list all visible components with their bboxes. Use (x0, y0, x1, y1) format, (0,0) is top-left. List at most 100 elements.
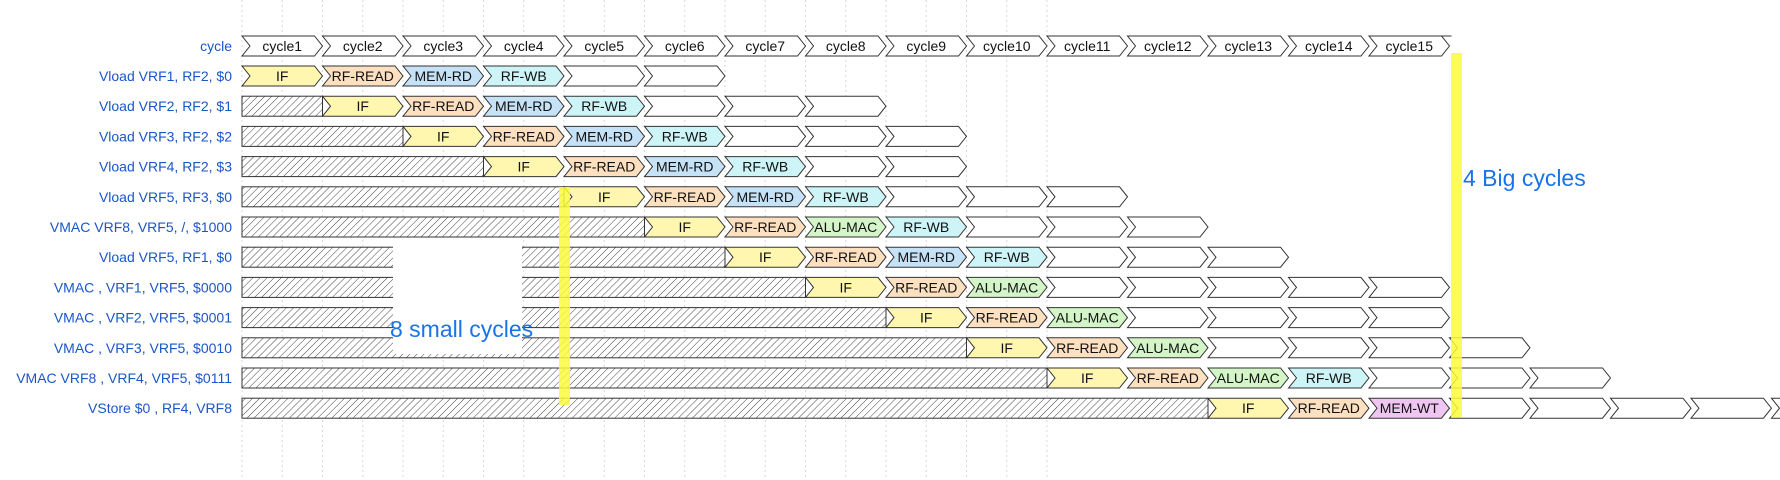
stall-hatch (241, 337, 967, 359)
cycle-header-text: cycle6 (665, 38, 705, 54)
stage-cell (1045, 367, 1129, 389)
cycle-header-cell (240, 35, 324, 57)
stage-cell (482, 125, 565, 147)
stage-cell (240, 65, 324, 87)
empty-cell (643, 95, 726, 117)
stage-label: RF-READ (493, 128, 555, 144)
empty-cell (1287, 337, 1370, 359)
empty-cell (804, 156, 887, 178)
stage-label: RF-WB (501, 68, 547, 84)
empty-cell (1126, 276, 1209, 298)
stage-label: MEM-RD (656, 159, 714, 175)
cycle-header-cell (884, 35, 968, 57)
stage-cell (884, 216, 968, 238)
stage-label: RF-READ (734, 219, 796, 235)
cycle-header-cell (1045, 35, 1129, 57)
stage-label: ALU-MAC (1136, 340, 1199, 356)
stage-cell (562, 125, 646, 147)
stage-cell (723, 216, 807, 238)
cycle-header-text: cycle11 (1064, 38, 1111, 54)
stage-label: RF-WB (903, 219, 949, 235)
empty-cell (1770, 397, 1780, 419)
empty-cell (1367, 367, 1451, 389)
stage-label: RF-READ (412, 98, 474, 114)
big-cycles-annotation: 4 Big cycles (1463, 165, 1586, 191)
cycle-header-cell (804, 35, 887, 57)
stage-label: RF-READ (1298, 400, 1360, 416)
empty-cell (1045, 246, 1129, 268)
stage-label: ALU-MAC (1217, 370, 1280, 386)
stage-cell (804, 216, 887, 238)
stage-cell (562, 186, 646, 208)
cycle-header-cell (562, 35, 646, 57)
cycle-header-text: cycle10 (983, 38, 1031, 54)
stage-cell (723, 156, 807, 178)
instruction-label: Vload VRF1, RF2, $0 (99, 68, 232, 84)
stage-label: IF (357, 98, 369, 114)
empty-cell (1528, 397, 1612, 419)
empty-cell (1206, 276, 1290, 298)
stage-cell (1206, 397, 1290, 419)
empty-cell (1126, 246, 1209, 268)
stage-cell (723, 246, 807, 268)
stage-label: IF (1081, 370, 1093, 386)
stage-label: RF-WB (823, 189, 869, 205)
cycle-header-cell (401, 35, 485, 57)
instruction-label: Vload VRF3, RF2, $2 (99, 128, 232, 144)
stage-cell (482, 65, 565, 87)
stage-cell (884, 246, 968, 268)
stage-cell (321, 65, 404, 87)
stage-cell (643, 156, 726, 178)
stage-cell (401, 95, 485, 117)
cycle-header-label: cycle (200, 38, 232, 54)
empty-cell (1206, 246, 1290, 268)
cycle-header-text: cycle8 (826, 38, 866, 54)
stage-label: MEM-WT (1380, 400, 1440, 416)
empty-cell (1367, 307, 1451, 329)
empty-cell (1045, 216, 1129, 238)
cycle-header-text: cycle9 (906, 38, 946, 54)
stage-label: RF-READ (815, 249, 877, 265)
empty-cell (1045, 276, 1129, 298)
stage-cell (1126, 367, 1209, 389)
empty-cell (804, 125, 887, 147)
empty-cell (1206, 337, 1290, 359)
empty-cell (1206, 307, 1290, 329)
empty-cell (804, 95, 887, 117)
empty-cell (884, 156, 968, 178)
stage-cell (965, 246, 1048, 268)
stage-label: IF (1242, 400, 1254, 416)
cycle-header-text: cycle4 (504, 38, 544, 54)
small-cycles-annotation: 8 small cycles (390, 316, 533, 342)
big-cycles-marker (1451, 53, 1462, 417)
stall-hatch (241, 367, 1048, 389)
stage-cell (482, 156, 565, 178)
stage-label: RF-READ (573, 159, 635, 175)
cycle-header-text: cycle7 (745, 38, 785, 54)
small-cycles-marker (559, 187, 570, 405)
stage-label: IF (437, 128, 449, 144)
empty-cell (1367, 276, 1451, 298)
stage-cell (1287, 367, 1370, 389)
stage-label: RF-READ (1137, 370, 1199, 386)
stage-cell (643, 125, 726, 147)
stage-cell (804, 246, 887, 268)
empty-cell (965, 186, 1048, 208)
stage-cell (1126, 337, 1209, 359)
empty-cell (1126, 307, 1209, 329)
stage-label: RF-WB (742, 159, 788, 175)
stall-hatch (241, 125, 404, 147)
stage-cell (1045, 307, 1129, 329)
stage-cell (965, 337, 1048, 359)
stage-label: IF (276, 68, 288, 84)
instruction-label: VMAC VRF8 , VRF4, VRF5, $0111 (16, 370, 232, 386)
cycle-header-text: cycle14 (1305, 38, 1353, 54)
stall-hatch (241, 276, 806, 298)
